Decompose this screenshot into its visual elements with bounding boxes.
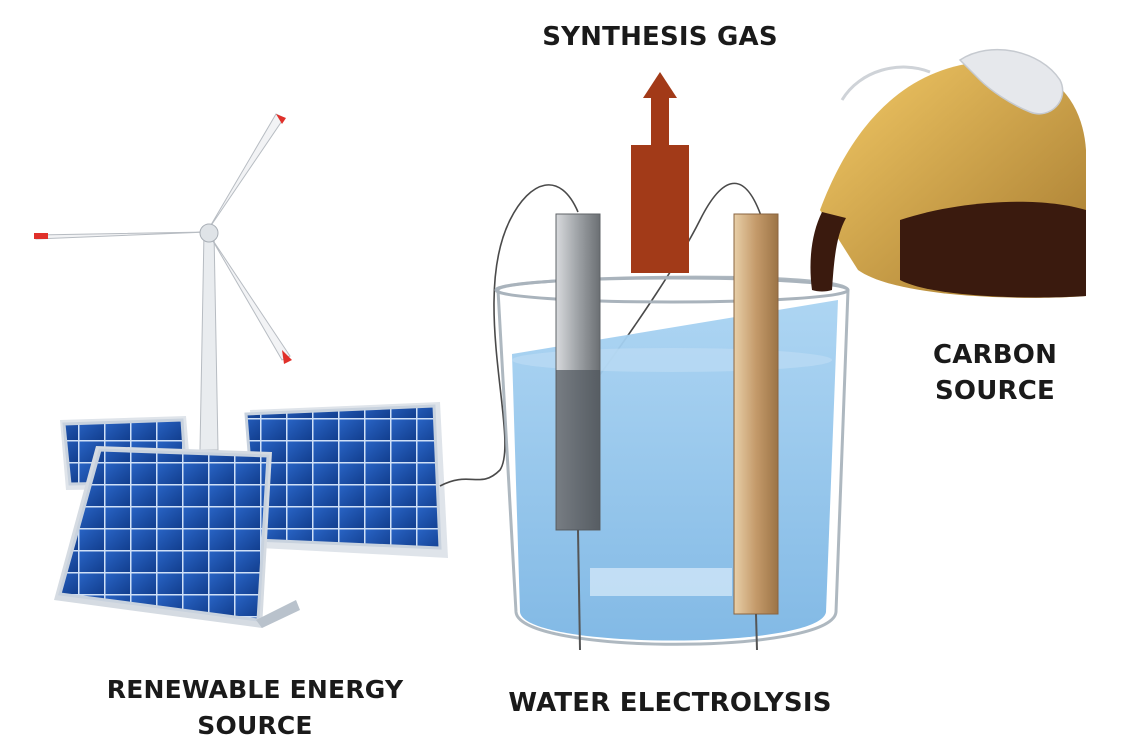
carbon-source-label: CARBON SOURCE [900, 337, 1090, 409]
solar-panel-icon [54, 402, 448, 628]
cathode-electrode [733, 213, 779, 651]
wind-turbine-icon [34, 113, 292, 451]
water-electrolysis-text: WATER ELECTROLYSIS [508, 688, 832, 718]
beaker-icon [494, 275, 850, 646]
synthesis-gas-text: SYNTHESIS GAS [542, 22, 778, 52]
carbon-source-line1: CARBON [932, 340, 1058, 370]
renewable-line1: RENEWABLE ENERGY [106, 675, 404, 704]
carbon-source-line2: SOURCE [934, 376, 1055, 406]
pouring-jug-icon [810, 48, 1086, 298]
water-electrolysis-label: WATER ELECTROLYSIS [490, 688, 850, 719]
circuit-wire [439, 182, 766, 487]
synthesis-gas-label: SYNTHESIS GAS [520, 22, 800, 53]
up-arrow-icon [631, 72, 689, 273]
anode-electrode [555, 213, 601, 651]
renewable-energy-label: RENEWABLE ENERGY SOURCE [70, 672, 440, 744]
renewable-line2: SOURCE [197, 711, 313, 740]
